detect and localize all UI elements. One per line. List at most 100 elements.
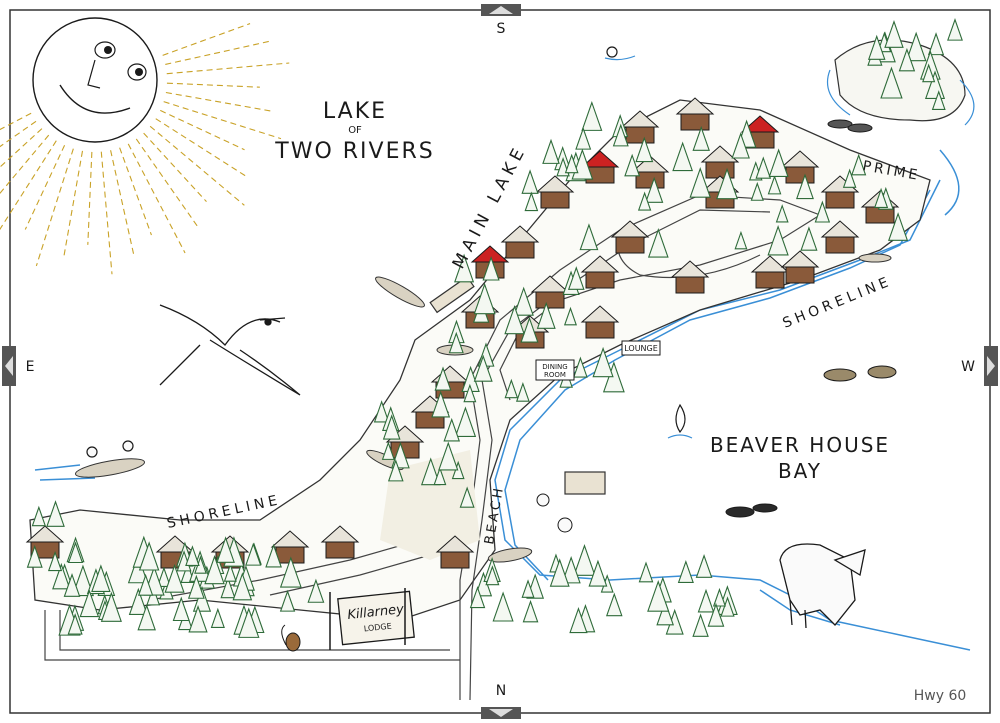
pine-tree — [67, 541, 84, 564]
pine-tree — [588, 559, 608, 587]
pine-tree — [672, 141, 694, 172]
pine-tree — [697, 588, 715, 613]
pine-tree — [485, 565, 500, 586]
pine-tree — [569, 606, 588, 634]
pine-tree — [677, 560, 694, 584]
pine-tree — [431, 390, 451, 418]
pine-tree — [581, 100, 603, 131]
sun-ray — [0, 128, 43, 168]
cabin — [620, 110, 660, 144]
pine-tree — [373, 400, 390, 423]
pine-tree — [91, 564, 111, 593]
island — [826, 39, 975, 126]
pine-tree — [187, 574, 205, 599]
pine-tree — [800, 226, 818, 251]
ducks-icon — [725, 119, 897, 518]
pine-tree — [898, 47, 916, 72]
dining-room-label-2: ROOM — [544, 371, 566, 379]
compass-west: W — [961, 359, 975, 375]
sun-ray — [162, 23, 251, 56]
pine-tree — [469, 586, 486, 609]
pine-tree — [755, 156, 772, 179]
pine-tree — [712, 587, 727, 607]
pine-tree — [695, 554, 713, 578]
pine-tree — [172, 596, 190, 622]
pine-tree — [922, 63, 936, 83]
pine-tree — [245, 542, 262, 566]
cabin — [750, 255, 790, 289]
dining-room-sign: DINING ROOM — [535, 359, 575, 381]
pine-tree — [31, 505, 47, 527]
pine-tree — [605, 592, 623, 617]
pine-tree — [888, 212, 909, 241]
pine-tree — [138, 541, 160, 571]
sun-ray — [119, 147, 152, 236]
pine-tree — [750, 181, 764, 201]
pine-tree — [689, 167, 711, 198]
sun-ray — [165, 91, 273, 112]
beaver-bay-line2: BAY — [778, 459, 822, 483]
compass-north: N — [496, 683, 506, 699]
sun-ray — [110, 150, 135, 256]
fish-icon — [667, 403, 693, 439]
pine-tree — [734, 230, 748, 250]
lodge-sign-subtitle: LODGE — [363, 622, 392, 634]
lake-title-line2: OF — [348, 125, 362, 136]
pine-tree — [573, 543, 596, 576]
pine-tree — [647, 580, 670, 612]
lodge-sign: Killarney LODGE — [329, 588, 415, 650]
cabin — [780, 250, 820, 284]
nav-arrow-right[interactable] — [984, 346, 998, 386]
pine-tree — [731, 132, 750, 159]
pine-tree — [884, 20, 904, 48]
pine-tree — [579, 223, 599, 251]
cabin — [270, 530, 310, 564]
sun-ray — [24, 145, 66, 230]
pine-tree — [279, 589, 296, 612]
pine-tree — [63, 572, 81, 597]
pine-tree — [473, 354, 493, 382]
pine-tree — [433, 466, 447, 486]
cabin — [530, 275, 570, 309]
sun-ray — [35, 148, 74, 267]
pine-tree — [515, 382, 530, 402]
pine-tree — [232, 572, 253, 601]
pine-tree — [549, 558, 570, 587]
pine-tree — [238, 607, 260, 638]
cabin — [820, 220, 860, 254]
nav-arrow-left[interactable] — [2, 346, 16, 386]
sun-ray — [166, 62, 290, 75]
pine-tree — [520, 316, 539, 343]
pine-tree — [851, 153, 867, 176]
moose-icon — [779, 543, 866, 629]
pine-tree — [637, 191, 652, 211]
pine-tree — [137, 573, 154, 596]
compass-labels: S N E W — [26, 21, 976, 699]
pine-tree — [796, 173, 814, 200]
pine-tree — [716, 167, 739, 200]
pine-tree — [504, 378, 519, 399]
pine-tree — [454, 253, 475, 283]
pine-tree — [454, 406, 477, 437]
sun-ray — [0, 134, 50, 195]
cabin — [580, 255, 620, 289]
pine-tree — [522, 599, 539, 623]
cabin — [500, 225, 540, 259]
pine-tree — [192, 585, 212, 612]
pine-tree — [842, 168, 857, 188]
pine-tree — [720, 596, 735, 617]
cabin — [610, 220, 650, 254]
pine-tree — [767, 174, 782, 195]
lake-title-line3: TWO RIVERS — [274, 139, 434, 164]
pine-tree — [561, 556, 581, 584]
nav-arrow-bottom[interactable] — [481, 707, 521, 719]
pine-tree — [524, 191, 539, 212]
nav-arrow-top[interactable] — [481, 4, 521, 16]
sun-ray — [87, 151, 93, 245]
pine-tree — [67, 613, 83, 635]
pine-tree — [459, 486, 475, 508]
cabin — [675, 97, 715, 131]
pine-tree — [521, 579, 535, 598]
